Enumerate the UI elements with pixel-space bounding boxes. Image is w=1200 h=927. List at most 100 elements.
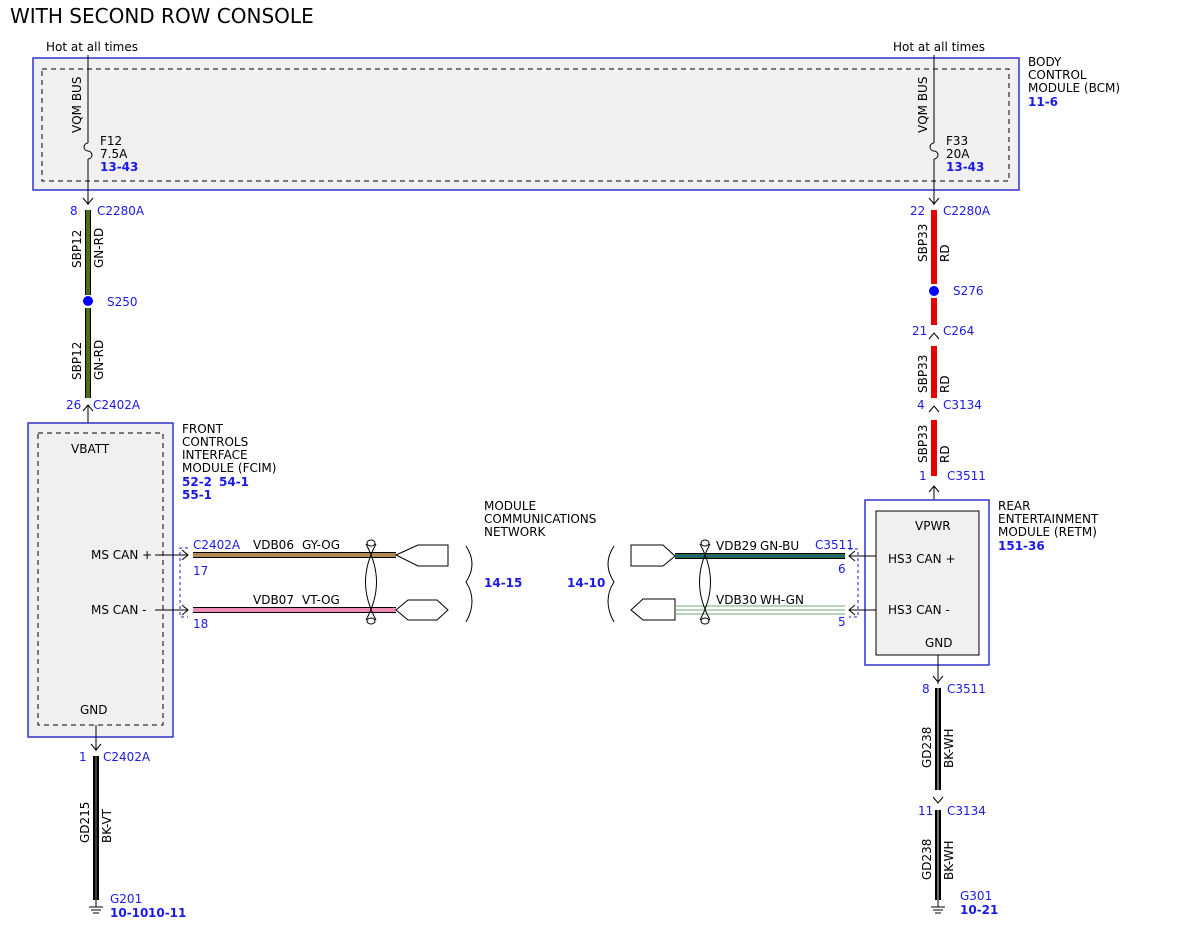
network-label-line-1: MODULE: [484, 499, 536, 513]
fcim-pin-ms-can-plus: MS CAN +: [91, 548, 152, 562]
left-can-pin-plus: 17: [193, 564, 208, 578]
network-label-line-3: NETWORK: [484, 525, 547, 539]
fuse-f33-ref-link[interactable]: 13-43: [946, 160, 984, 174]
fcim-pin-ms-can-minus: MS CAN -: [91, 603, 147, 617]
ground-g301-ref-link[interactable]: 10-21: [960, 903, 998, 917]
fuse-f33-rating: 20A: [946, 147, 970, 161]
left-feed-pin-bottom: 26: [66, 398, 81, 412]
network-label-line-2: COMMUNICATIONS: [484, 512, 596, 526]
left-feed-pin-top: 8: [70, 204, 78, 218]
right-can-harness: VDB29 GN-BU VDB30 WH-GN C3511 6 5: [607, 538, 876, 629]
left-minus-network-arrow: [395, 599, 449, 621]
fcim-gnd-chevron: [90, 743, 102, 751]
wire-sbp33-seg3-circuit: SBP33: [916, 355, 930, 393]
c3511-can-connector-bracket: [849, 548, 859, 618]
wire-sbp33-seg3-color: RD: [938, 375, 952, 393]
right-minus-network-arrow: [630, 598, 676, 621]
left-can-pin-minus: 18: [193, 617, 208, 631]
retm-ref-link[interactable]: 151-36: [998, 539, 1045, 553]
wire-sbp33-seg4-color: RD: [938, 445, 952, 463]
c264-chevron: [928, 332, 940, 340]
right-feed-conn-c264: C264: [943, 324, 974, 338]
left-can-harness: C2402A 17 18 VDB06 GY-OG VDB07 VT-OG: [155, 538, 473, 631]
wire-sbp12-lower-circuit: SBP12: [70, 342, 84, 380]
left-plus-network-arrow: [394, 544, 449, 567]
network-ref-right-link[interactable]: 14-10: [567, 576, 605, 590]
fcim-name-line-3: INTERFACE: [182, 448, 248, 462]
splice-s250-label: S250: [107, 295, 138, 309]
right-can-pin-minus: 5: [838, 615, 846, 629]
diagram-title: WITH SECOND ROW CONSOLE: [10, 4, 314, 28]
bcm-ref-link[interactable]: 11-6: [1028, 95, 1058, 109]
fcim-name-line-4: MODULE (FCIM): [182, 461, 276, 475]
wire-sbp33-seg1-color: RD: [938, 244, 952, 262]
wire-vdb07-color: VT-OG: [302, 593, 340, 607]
c3134-chevron: [928, 405, 940, 413]
right-feed-conn-c3511: C3511: [947, 469, 986, 483]
right-twist-cap-bottom: [700, 617, 710, 625]
retm-name-line-2: ENTERTAINMENT: [998, 512, 1099, 526]
wire-vdb07-circuit: VDB07: [253, 593, 294, 607]
ground-g201-ref-link-2[interactable]: 10-11: [148, 906, 186, 920]
fcim-pin-gnd: GND: [80, 703, 108, 717]
right-can-conn: C3511: [815, 538, 854, 552]
wire-vdb30-color: WH-GN: [760, 593, 804, 607]
retm-gnd-pin-2: 11: [918, 804, 933, 818]
fcim-ref-link-3[interactable]: 55-1: [182, 488, 212, 502]
wire-sbp12-upper-circuit: SBP12: [70, 230, 84, 268]
right-feed-conn-c3134: C3134: [943, 398, 982, 412]
ground-g201-ref-link-1[interactable]: 10-10: [110, 906, 148, 920]
bcm-inner-box: [41, 68, 1010, 182]
fcim-pin-vbatt: VBATT: [71, 442, 110, 456]
c2402a-plus-chevron: [181, 549, 189, 561]
right-twist-arc-a: [699, 543, 711, 621]
fcim-ref-link-2[interactable]: 54-1: [219, 475, 249, 489]
right-can-pin-plus: 6: [838, 562, 846, 576]
fcim-name-line-1: FRONT: [182, 422, 224, 436]
wire-vdb29-circuit: VDB29: [716, 539, 757, 553]
fcim-ground-harness: 1 C2402A GD215 BK-VT G201 10-10 10-11: [78, 725, 186, 920]
right-feed-harness: 22 C2280A SBP33 RD S276 21 C264 SBP33 RD…: [910, 197, 991, 511]
wire-sbp33-seg4-circuit: SBP33: [916, 425, 930, 463]
bcm-outer-box: [32, 57, 1020, 191]
bcm-left-bus-label: VQM BUS: [70, 77, 84, 133]
fcim-ref-link-1[interactable]: 52-2: [182, 475, 212, 489]
fcim-outer-box: [27, 422, 174, 738]
right-twist-cap-top: [700, 539, 710, 547]
right-feed-pin-c3134: 4: [917, 398, 925, 412]
right-feed-pin-c3511: 1: [919, 469, 927, 483]
fcim-module: VBATT MS CAN + MS CAN - GND FRONT CONTRO…: [27, 422, 276, 738]
c2280a-right-chevron: [928, 197, 940, 205]
c2280a-left-chevron: [82, 197, 94, 205]
retm-module: VPWR HS3 CAN + HS3 CAN - GND REAR ENTERT…: [864, 499, 1099, 666]
splice-s276-dot: [929, 286, 939, 296]
fcim-gnd-conn: C2402A: [103, 750, 151, 764]
c3134-gnd-chevron: [932, 796, 944, 804]
ground-g201-label: G201: [110, 892, 142, 906]
splice-s276-label: S276: [953, 284, 984, 298]
wire-sbp12-upper-color: GN-RD: [92, 228, 106, 268]
bcm-name-line-1: BODY: [1028, 55, 1062, 69]
wire-gd215-color: BK-VT: [100, 808, 114, 843]
wire-vdb30-circuit: VDB30: [716, 593, 757, 607]
left-feed-conn-bottom: C2402A: [93, 398, 141, 412]
right-feed-pin-top: 22: [910, 204, 925, 218]
fuse-f12-ref-link[interactable]: 13-43: [100, 160, 138, 174]
network-ref-left-link[interactable]: 14-15: [484, 576, 522, 590]
retm-pin-hs3-plus: HS3 CAN +: [888, 552, 956, 566]
retm-pin-vpwr: VPWR: [915, 519, 951, 533]
wire-gd238-upper-circuit: GD238: [920, 727, 934, 768]
fuse-f33-name: F33: [946, 134, 968, 148]
bcm-module: BODY CONTROL MODULE (BCM) 11-6: [32, 55, 1120, 191]
right-plus-network-arrow: [630, 544, 676, 567]
hot-label-right: Hot at all times: [893, 40, 985, 54]
c2402a-minus-chevron: [181, 604, 189, 616]
left-twist-arc-a: [365, 543, 377, 621]
ground-g301-label: G301: [960, 889, 992, 903]
splice-s250-dot: [83, 296, 93, 306]
right-feed-conn-top: C2280A: [943, 204, 991, 218]
wire-sbp33-seg1-circuit: SBP33: [916, 224, 930, 262]
fuse-f33-symbol: [929, 142, 939, 160]
right-feed-pin-c264: 21: [912, 324, 927, 338]
left-feed-conn-top: C2280A: [97, 204, 145, 218]
